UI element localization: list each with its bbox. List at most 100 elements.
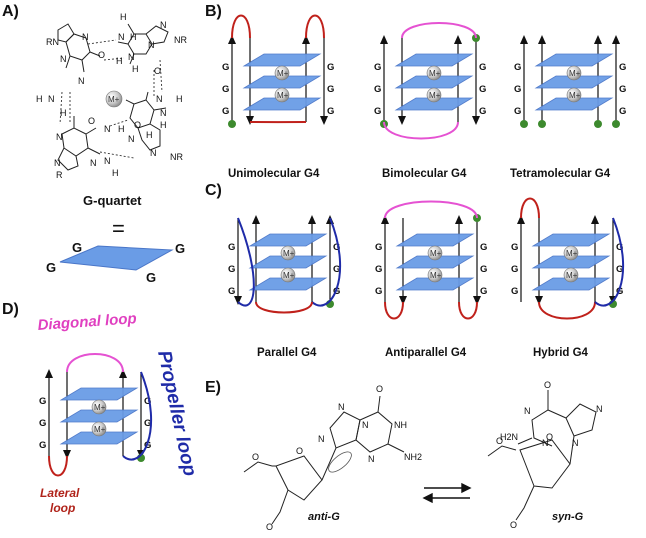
loops-plate-2 [59, 431, 139, 445]
anti-5prime-bond [243, 461, 273, 473]
bi-loop-0 [401, 22, 477, 39]
hyb-plate-0 [531, 233, 611, 247]
anti-six-ring [355, 411, 393, 453]
anti-g-structure [243, 395, 405, 525]
syn-atom-o6: O [544, 380, 551, 390]
tetra-plate-2 [534, 97, 614, 111]
atom-h-1: H [120, 12, 127, 22]
panel-c-letter: C) [205, 182, 222, 199]
atom-nr-2: NR [170, 152, 183, 162]
atom-h-8: H [160, 120, 167, 130]
syn-g-atom-labels: O N H2N N N N O O O [496, 380, 603, 530]
anti-atom-n9: N [318, 434, 325, 444]
g-quartet-structure [57, 23, 169, 171]
atom-n-15: N [90, 158, 97, 168]
loops-arrowhead-icon-2 [119, 369, 127, 378]
loops-g-letter-0-2: G [39, 440, 46, 451]
atom-n-7: N [78, 76, 85, 86]
anti-arrowhead-icon-0 [381, 215, 389, 224]
bi-g-letter-0-1: G [374, 84, 381, 95]
tetra-ion-ball-1 [566, 87, 582, 103]
uni-ion-label-1: M+ [277, 91, 289, 100]
bi-ion-ball-0 [426, 65, 442, 81]
par-ion-ball-1 [280, 267, 296, 283]
tetra-plate-0 [534, 53, 614, 67]
par-arrowhead-icon-0 [234, 296, 242, 305]
syn-glycosidic-bond [569, 435, 575, 465]
quartet-g-label-3: G [46, 260, 56, 275]
uni-g-letter-1-2: G [327, 106, 334, 117]
anti-atom-o4: O [296, 446, 303, 456]
quartet-plate-schematic: G G G G [46, 240, 185, 285]
quartet-g-label-2: G [175, 241, 185, 256]
anti-atom-n3: N [368, 454, 375, 464]
atom-n-13: N [56, 132, 63, 142]
uni-metal-ion-icon-0: M+ [274, 65, 290, 81]
tetra-ion-label-0: M+ [569, 69, 581, 78]
hyb-ion-label-0: M+ [566, 249, 578, 258]
atom-h-5: H [36, 94, 43, 104]
hyb-ion-ball-1 [563, 267, 579, 283]
panel-b-letter: B) [205, 3, 222, 20]
quartet-g-label-4: G [146, 270, 156, 285]
loops-ion-label-1: M+ [94, 425, 106, 434]
syn-g-label: syn-G [552, 511, 584, 523]
loops-plate-0 [59, 387, 139, 401]
syn-five-ring [565, 403, 597, 437]
syn-sugar-bonds [515, 485, 535, 521]
bi-plate-0 [394, 53, 474, 67]
syn-atom-n9: N [572, 438, 579, 448]
caption-tetramolecular: Tetramolecular G4 [510, 168, 611, 180]
bi-metal-ion-icon-0: M+ [426, 65, 442, 81]
syn-atom-n3: N [542, 438, 549, 448]
par-loop-2 [255, 301, 313, 314]
atom-h-7: H [60, 108, 67, 118]
anti-g-letter-1-1: G [480, 264, 487, 275]
diagonal-loop-label: Diagonal loop [37, 310, 137, 334]
bi-ion-label-1: M+ [429, 91, 441, 100]
uni-ion-ball-1 [274, 87, 290, 103]
bi-metal-ion-icon-1: M+ [426, 87, 442, 103]
caption-hybrid: Hybrid G4 [533, 347, 589, 359]
anti-ion-ball-1 [427, 267, 443, 283]
loops-g-letter-1-1: G [144, 418, 151, 429]
anti-g-letter-0-0: G [375, 242, 382, 253]
anti-loop-0 [384, 200, 478, 219]
g-quartet-atom-labels: RN N H N H N N NR N H N O H N O N H N H … [36, 12, 187, 180]
atom-h-2: H [130, 32, 137, 42]
uni-metal-ion-icon-1: M+ [274, 87, 290, 103]
bi-arrowhead-icon-3 [472, 116, 480, 125]
anti-atom-n7: N [338, 402, 345, 412]
panel-d-letter: D) [2, 301, 19, 318]
atom-n-6: N [128, 52, 135, 62]
anti-sugar-ring [275, 455, 323, 501]
anti-ion-label-0: M+ [430, 249, 442, 258]
par-metal-ion-icon-1: M+ [280, 267, 296, 283]
uni-plate-2 [242, 97, 322, 111]
atom-h-3: H [116, 56, 123, 66]
tetra-end-dot-icon-1 [538, 120, 546, 128]
panel-e-letter: E) [205, 379, 221, 396]
loops-ion-ball-0 [91, 399, 107, 415]
tetra-g-letter-1-2: G [619, 106, 626, 117]
caption-parallel: Parallel G4 [257, 347, 317, 359]
par-metal-ion-icon-0: M+ [280, 245, 296, 261]
tl-five-ring [57, 23, 75, 43]
anti-atom-o3: O [266, 522, 273, 532]
tetra-g-letter-1-1: G [619, 84, 626, 95]
atom-n-17: N [150, 148, 157, 158]
atom-o-3: O [88, 116, 95, 126]
uni-plate-0 [242, 53, 322, 67]
anti-atom-nh1: NH [394, 420, 407, 430]
syn-atom-o4: O [546, 432, 553, 442]
tetra-ion-ball-0 [566, 65, 582, 81]
br-bonds [125, 91, 167, 111]
atom-n-1: N [82, 32, 89, 42]
tetra-arrowhead-icon-3 [612, 35, 620, 44]
quartet-g-label-1: G [72, 240, 82, 255]
syn-sugar-ring [519, 439, 571, 489]
